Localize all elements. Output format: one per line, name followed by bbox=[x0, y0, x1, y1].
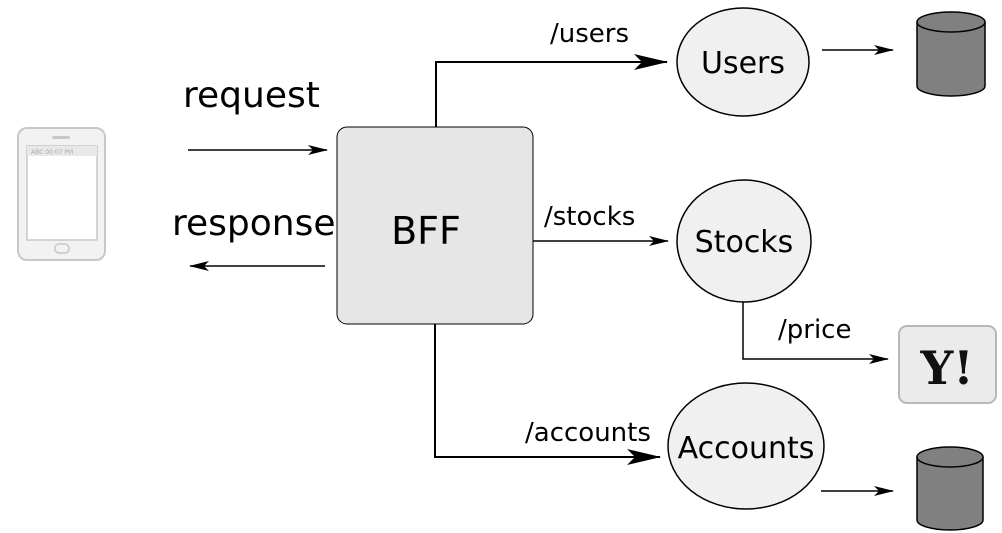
accounts-route-label: /accounts bbox=[525, 418, 651, 448]
mobile-phone-icon: ABC 00:07 PM bbox=[17, 127, 106, 261]
users-database-icon bbox=[916, 11, 986, 97]
price-route-arrow bbox=[742, 302, 889, 364]
accounts-service-node bbox=[667, 382, 825, 510]
bff-label: BFF bbox=[391, 209, 461, 253]
users-route-label: /users bbox=[550, 19, 629, 49]
users-route-arrow bbox=[435, 54, 668, 127]
accounts-route-arrow bbox=[434, 324, 661, 465]
users-service-label: Users bbox=[701, 46, 785, 81]
response-label: response bbox=[172, 203, 336, 244]
stocks-service-label: Stocks bbox=[695, 225, 794, 260]
request-label: request bbox=[183, 75, 320, 116]
accounts-database-icon bbox=[916, 446, 984, 531]
stocks-service-node bbox=[676, 179, 812, 303]
stocks-route-label: /stocks bbox=[544, 202, 635, 232]
users-service-node bbox=[676, 7, 810, 117]
yahoo-logo-icon: Y! bbox=[898, 325, 997, 404]
accounts-service-label: Accounts bbox=[678, 431, 815, 466]
yahoo-logo-text: Y! bbox=[919, 341, 973, 395]
price-route-label: /price bbox=[778, 315, 851, 345]
phone-status-text: ABC 00:07 PM bbox=[31, 149, 73, 156]
